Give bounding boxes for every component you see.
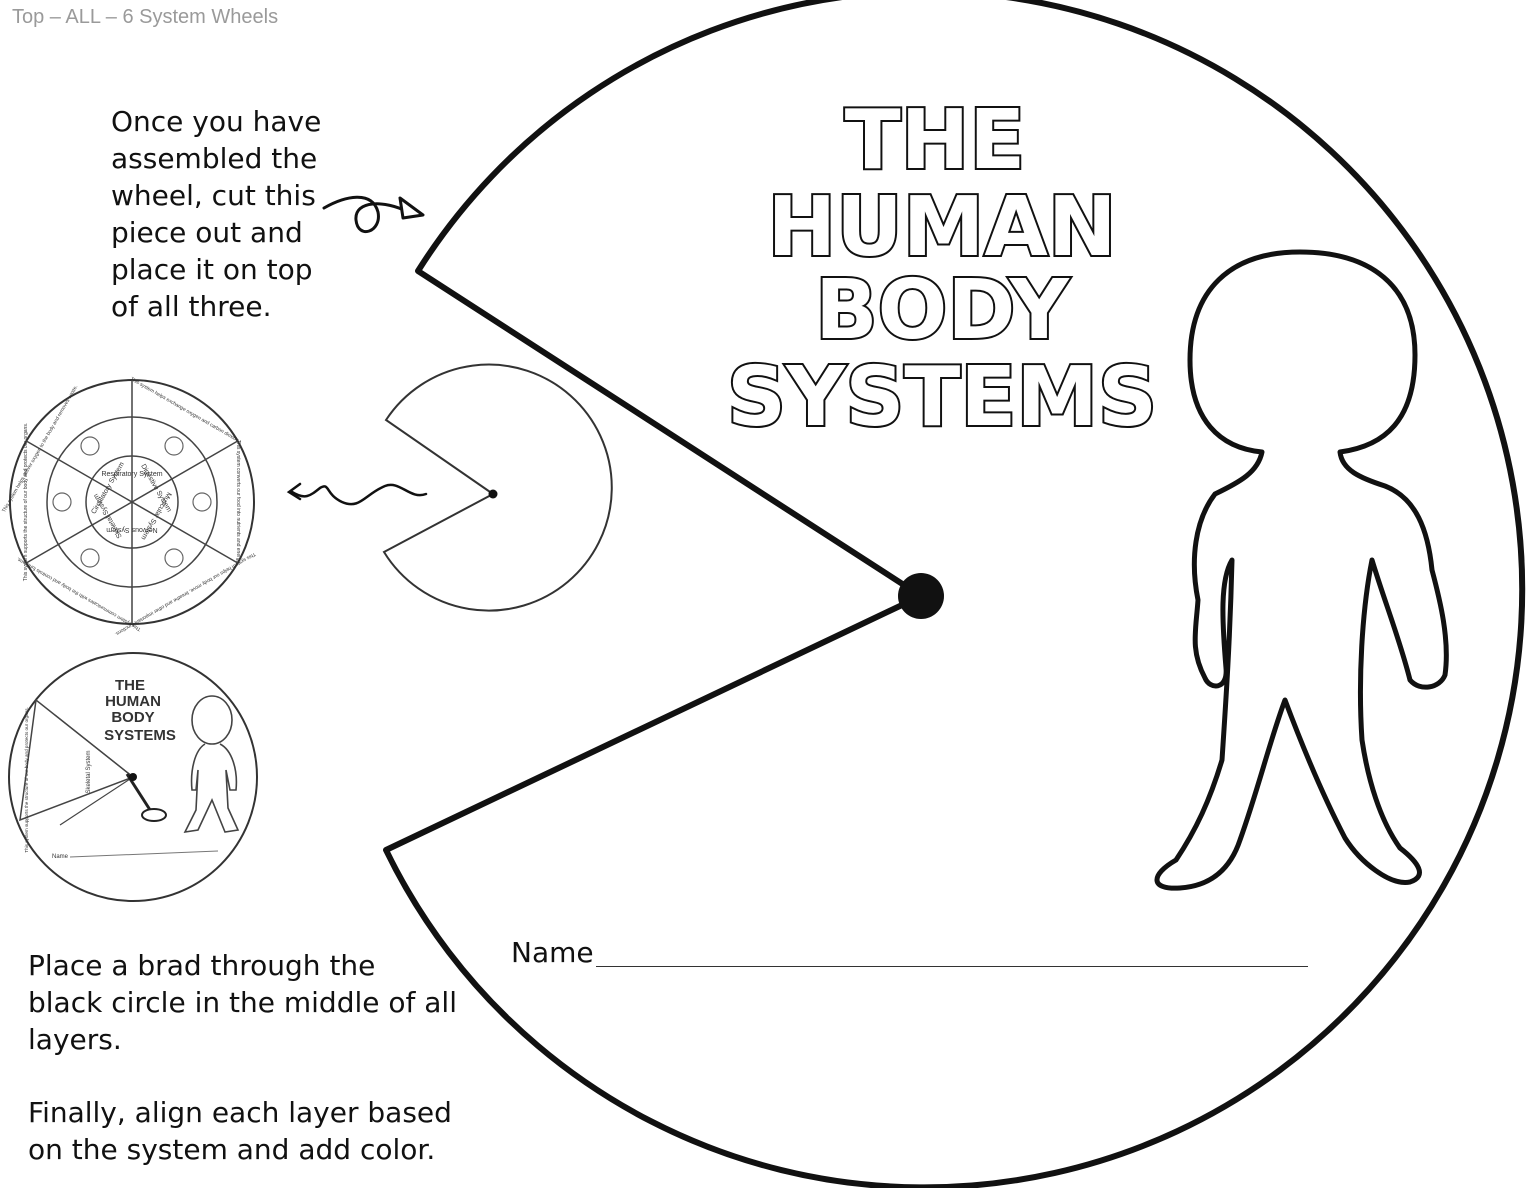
instruction-line: wheel, cut this (111, 179, 316, 212)
wheel-system-label: Nervous System (106, 526, 158, 533)
instruction-line: assembled the (111, 142, 318, 175)
example-top-description: This system supports the structure of ou… (24, 707, 29, 853)
arrowhead-icon (398, 196, 425, 220)
wheel-system-label: Respiratory System (101, 471, 162, 478)
instructions-brad: Place a brad through the black circle in… (28, 947, 457, 1058)
page-header-label: Top – ALL – 6 System Wheels (12, 6, 279, 28)
name-write-line[interactable] (596, 966, 1308, 967)
instruction-line: Finally, align each layer based (28, 1096, 452, 1129)
example-top-name-label: Name (52, 854, 69, 860)
instruction-line: black circle in the middle of all (28, 986, 457, 1019)
example-top-system-label: Skeletal System (86, 750, 92, 793)
instructions-finally: Finally, align each layer based on the s… (28, 1094, 452, 1168)
title-line: HUMAN (768, 180, 1117, 275)
example-top-title-line: BODY (111, 709, 154, 726)
example-top-title-line: THE (115, 677, 145, 694)
instruction-line: Once you have (111, 105, 322, 138)
brad-hole-dot (898, 573, 944, 619)
wavy-arrow-icon (290, 483, 428, 506)
wheel-cutout-outline (383, 0, 1526, 1188)
example-system-wheel: Circulatory System Respiratory System Di… (1, 376, 256, 637)
instruction-line: Place a brad through the (28, 949, 376, 982)
example-top-title-line: SYSTEMS (104, 727, 176, 744)
wheel-title: THE HUMAN BODY SYSTEMS (725, 91, 1159, 447)
example-top-wheel: THE HUMAN BODY SYSTEMS Skeletal System T… (8, 652, 258, 902)
organ-sketch-icon (192, 492, 212, 512)
organ-sketch-icon (164, 548, 184, 568)
organ-sketch-icon (80, 436, 100, 456)
instruction-line: layers. (28, 1023, 122, 1056)
instructions-assemble: Once you have assembled the wheel, cut t… (111, 103, 321, 325)
brad-head-icon (141, 808, 167, 822)
wheel-system-description: This system converts our food into nutri… (235, 440, 241, 564)
instruction-line: piece out and (111, 216, 303, 249)
name-label: Name (511, 936, 594, 969)
organ-sketch-icon (80, 548, 100, 568)
example-top-title-line: HUMAN (105, 693, 161, 710)
organ-sketch-icon (164, 436, 184, 456)
instruction-line: place it on top (111, 253, 313, 286)
title-line: THE (845, 93, 1026, 188)
human-body-outline-icon (1154, 249, 1449, 891)
wheel-system-description: This system supports the structure of ou… (23, 423, 29, 581)
mini-human-outline-icon (183, 695, 240, 834)
organ-sketch-icon (52, 492, 72, 512)
instruction-line: on the system and add color. (28, 1133, 436, 1166)
title-line: SYSTEMS (727, 350, 1157, 445)
instruction-line: of all three. (111, 290, 272, 323)
wavy-arrowhead-icon (286, 482, 302, 501)
small-cutout-preview (382, 363, 613, 612)
curly-arrow-icon (322, 195, 410, 233)
small-brad-dot (488, 489, 498, 499)
title-line: BODY (815, 263, 1070, 358)
